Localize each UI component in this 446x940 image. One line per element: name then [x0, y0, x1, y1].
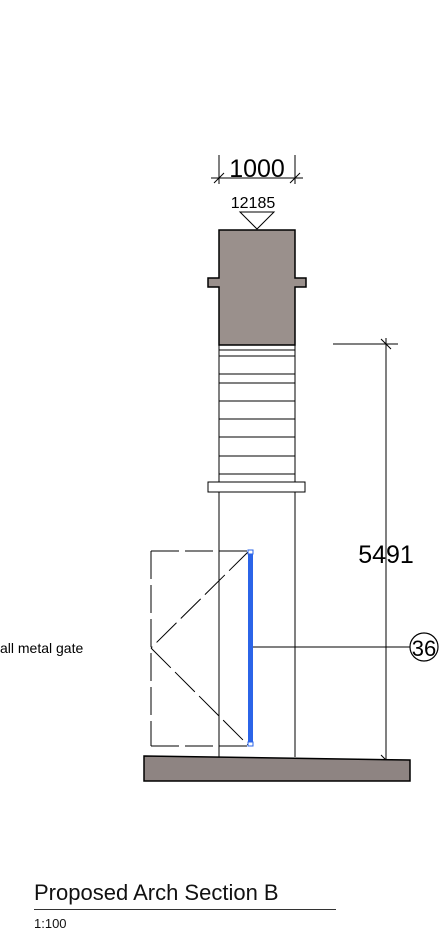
metal-gate-grip-bottom	[247, 741, 254, 747]
top-width-dimension-text: 1000	[229, 155, 285, 183]
level-marker-triangle	[238, 211, 276, 230]
top-width-dimension	[211, 155, 303, 184]
metal-gate	[248, 553, 253, 745]
callout-number: 36	[412, 636, 436, 661]
drawing-title: Proposed Arch Section B	[34, 880, 336, 910]
title-block: Proposed Arch Section B 1:100	[34, 880, 336, 931]
metal-gate-grip-top	[247, 549, 254, 555]
drawing-scale: 1:100	[34, 916, 67, 931]
gate-swing-outline	[150, 550, 250, 747]
callout-bubble	[409, 632, 439, 662]
height-dimension	[333, 338, 398, 766]
height-dimension-text: 5491	[358, 541, 414, 569]
base-plinth	[143, 755, 411, 782]
capstone-block	[207, 229, 307, 346]
coursing-bands	[218, 345, 296, 482]
gate-label: all metal gate	[0, 640, 83, 656]
pier-shaft	[218, 492, 296, 757]
level-marker-text: 12185	[231, 195, 276, 212]
string-course	[207, 481, 306, 493]
